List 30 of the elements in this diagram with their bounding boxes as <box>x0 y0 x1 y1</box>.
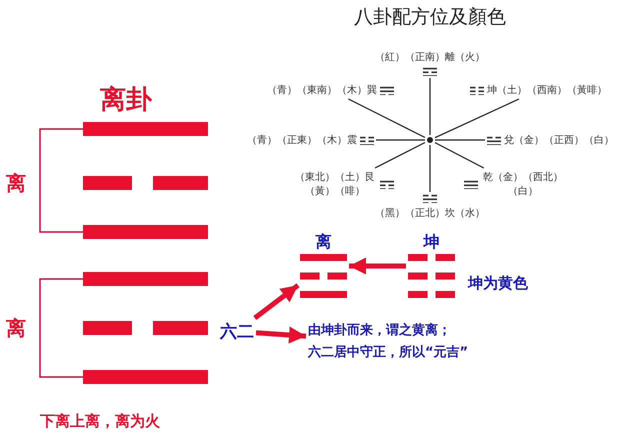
connector-line <box>374 142 426 169</box>
connector-line <box>429 78 431 135</box>
line-label: 六二 <box>220 320 254 343</box>
connector-line <box>434 98 520 138</box>
direction-label: （青）（東南）（木）巽 <box>267 84 377 97</box>
direction-label: 乾（金）（西北）（白） <box>482 170 564 198</box>
connector-line <box>435 139 485 141</box>
trigram-label: 离 <box>6 170 26 197</box>
direction-label: （青）（正東）（木）震 <box>247 134 357 147</box>
trigram-label: 离 <box>6 315 26 342</box>
direction-label: 兌（金）（正西）（白） <box>504 134 614 147</box>
caption-text: 下离上离，离为火 <box>40 412 160 431</box>
direction-label: （黑）（正北）坎（水） <box>375 206 485 220</box>
direction-label: （東北）（土）艮（黃）（啡） <box>294 170 376 198</box>
arrow <box>349 258 406 274</box>
connector-line <box>376 139 425 141</box>
connector-line <box>434 142 484 169</box>
direction-label: （紅）（正南）離（火） <box>375 50 485 64</box>
center-point <box>427 137 433 143</box>
connector-line <box>429 145 431 192</box>
arrow <box>256 326 306 344</box>
title: 八卦配方位及顏色 <box>353 5 507 30</box>
node-caption: 坤为黄色 <box>468 274 528 293</box>
trigram-heading: 坤 <box>424 234 440 250</box>
arrow <box>253 283 300 320</box>
direction-label: 坤（土）（西南）（黃啡） <box>487 84 607 97</box>
trigram-heading: 离 <box>316 234 332 250</box>
hexagram-title: 离卦 <box>100 84 152 117</box>
connector-line <box>348 98 426 138</box>
explanation-text: 由坤卦而来，谓之黄离；六二居中守正，所以“元吉” <box>308 320 482 364</box>
